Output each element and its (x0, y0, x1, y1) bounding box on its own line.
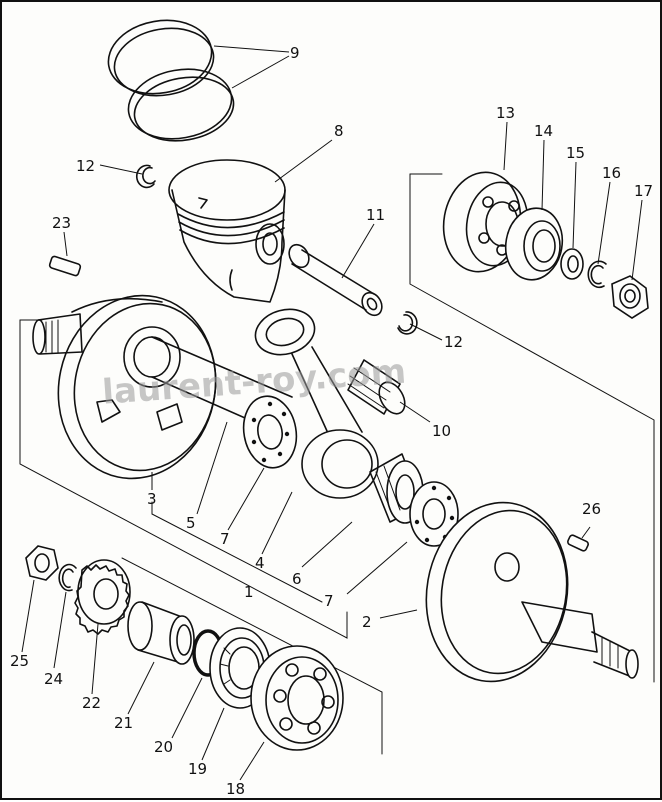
ball-bearing-18 (239, 645, 344, 781)
piston-pin-circlip-right (397, 311, 443, 341)
callout-19: 19 (188, 760, 207, 778)
thrust-washer-right (346, 481, 459, 595)
nut-17 (611, 199, 649, 319)
callout-3: 3 (147, 490, 157, 508)
callout-15: 15 (566, 144, 585, 162)
oil-seal-14 (504, 139, 564, 281)
woodruff-key-right (567, 526, 591, 552)
callout-20: 20 (154, 738, 173, 756)
callout-1: 1 (244, 583, 254, 601)
callout-23: 23 (52, 214, 71, 232)
callout-5: 5 (186, 514, 196, 532)
callout-12-top: 12 (76, 157, 95, 175)
connecting-rod (254, 308, 379, 555)
crankshaft-assembly-frame (19, 173, 655, 755)
piston (168, 139, 333, 303)
piston-pin (288, 223, 383, 317)
left-crankshaft-journal (32, 313, 83, 355)
callout-labels: 1 2 3 4 5 6 7 7 8 9 10 11 12 12 13 14 15… (10, 44, 653, 798)
piston-pin-circlip-left (99, 164, 156, 189)
callout-7-right: 7 (324, 592, 334, 610)
callout-9: 9 (290, 44, 300, 62)
callout-4: 4 (255, 554, 265, 572)
callout-18: 18 (226, 780, 245, 798)
callout-7-left: 7 (220, 530, 230, 548)
callout-8: 8 (334, 122, 344, 140)
piston-rings (107, 19, 290, 142)
callout-14: 14 (534, 122, 553, 140)
callout-13: 13 (496, 104, 515, 122)
bushing-21 (127, 601, 195, 715)
callout-21: 21 (114, 714, 133, 732)
callout-22: 22 (82, 694, 101, 712)
thrust-washer-left (227, 395, 298, 531)
callout-25: 25 (10, 652, 29, 670)
callout-16: 16 (602, 164, 621, 182)
crank-half-right (379, 501, 639, 683)
callout-10: 10 (432, 422, 451, 440)
small-end-needle-bearing (347, 359, 431, 423)
circlip-16 (587, 181, 611, 289)
circlip-24 (53, 563, 77, 669)
callout-12-right: 12 (444, 333, 463, 351)
woodruff-key-left (48, 231, 82, 277)
crank-half-left (57, 294, 217, 490)
callout-2: 2 (362, 613, 372, 631)
washer-15 (560, 161, 584, 280)
nut-25 (21, 545, 59, 653)
callout-17: 17 (634, 182, 653, 200)
callout-11: 11 (366, 206, 385, 224)
gear-22 (74, 559, 131, 695)
callout-26: 26 (582, 500, 601, 518)
callout-24: 24 (44, 670, 63, 688)
callout-6: 6 (292, 570, 302, 588)
